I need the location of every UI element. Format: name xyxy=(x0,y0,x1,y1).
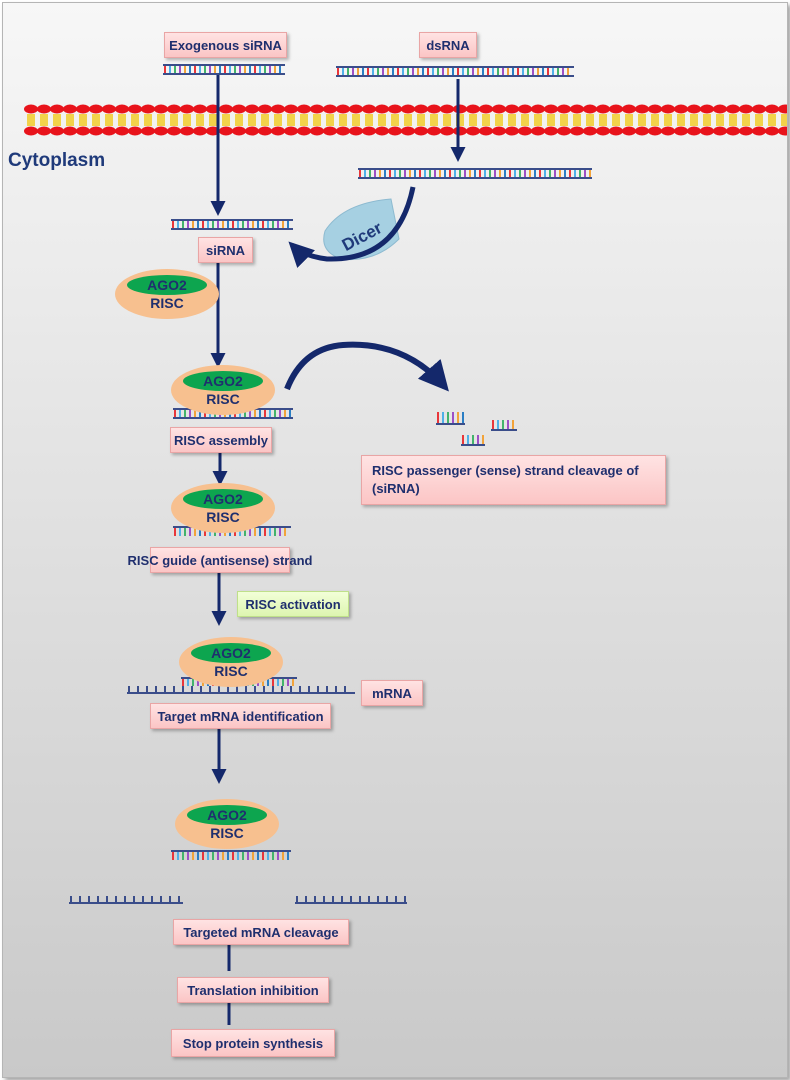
ago2-label: AGO2 xyxy=(203,491,243,507)
dsrna-cytoplasm-duplex xyxy=(358,168,592,179)
passenger-cleavage-box: RISC passenger (sense) strand cleavage o… xyxy=(361,455,666,505)
ago2-core xyxy=(183,371,263,391)
risc-label: RISC xyxy=(206,391,240,407)
guide-strand-box: RISC guide (antisense) strand xyxy=(128,547,312,573)
mrna-fragment-left xyxy=(69,896,183,904)
risc-label: RISC xyxy=(210,825,244,841)
pathway-arrows xyxy=(210,75,466,1025)
ago2-risc-assembly: AGO2 RISC xyxy=(171,365,275,415)
mrna-fragment-right xyxy=(295,896,407,904)
targeted-cleavage-box: Targeted mRNA cleavage xyxy=(173,919,349,945)
risc-activation-box: RISC activation xyxy=(237,591,349,617)
passenger-fragment-c xyxy=(461,435,485,446)
dsrna-box: dsRNA xyxy=(419,32,477,58)
diagram-graphics xyxy=(24,64,787,1025)
ago2-risc-loaded: AGO2 RISC xyxy=(171,483,275,533)
risc-assembly-box: RISC assembly xyxy=(170,427,272,453)
ago2-label: AGO2 xyxy=(211,645,251,661)
mrna-strand xyxy=(127,686,355,694)
risc-label: RISC xyxy=(150,295,184,311)
translation-inhibition-box: Translation inhibition xyxy=(177,977,329,1003)
ago2-label: AGO2 xyxy=(207,807,247,823)
dicer-curved-arrow xyxy=(288,186,416,268)
cell-membrane xyxy=(24,104,787,136)
passenger-fragment-a xyxy=(436,412,465,425)
sirna-box: siRNA xyxy=(198,237,253,263)
ago2-core xyxy=(187,805,267,825)
ago2-core xyxy=(127,275,207,295)
dsrna-duplex xyxy=(336,66,574,77)
target-identification-box: Target mRNA identification xyxy=(150,703,331,729)
risc-label: RISC xyxy=(206,509,240,525)
ago2-label: AGO2 xyxy=(203,373,243,389)
ago2-label: AGO2 xyxy=(147,277,187,293)
risc-label: RISC xyxy=(214,663,248,679)
passenger-release-arrow xyxy=(284,341,449,392)
ago2-core xyxy=(191,643,271,663)
mrna-box: mRNA xyxy=(361,680,423,706)
ago2-risc-free: AGO2 RISC xyxy=(115,269,219,319)
exogenous-sirna-box: Exogenous siRNA xyxy=(164,32,287,58)
sirna-duplex xyxy=(171,219,293,230)
ago2-risc-active: AGO2 RISC xyxy=(179,637,283,687)
passenger-fragment-b xyxy=(491,420,517,431)
cytoplasm-label: Cytoplasm xyxy=(8,150,106,171)
stop-synthesis-box: Stop protein synthesis xyxy=(171,1029,335,1057)
ago2-risc-cleaving: AGO2 RISC xyxy=(175,799,279,849)
ago2-core xyxy=(183,489,263,509)
exogenous-sirna-duplex xyxy=(163,64,285,75)
cleaving-guide-strand xyxy=(171,850,291,860)
